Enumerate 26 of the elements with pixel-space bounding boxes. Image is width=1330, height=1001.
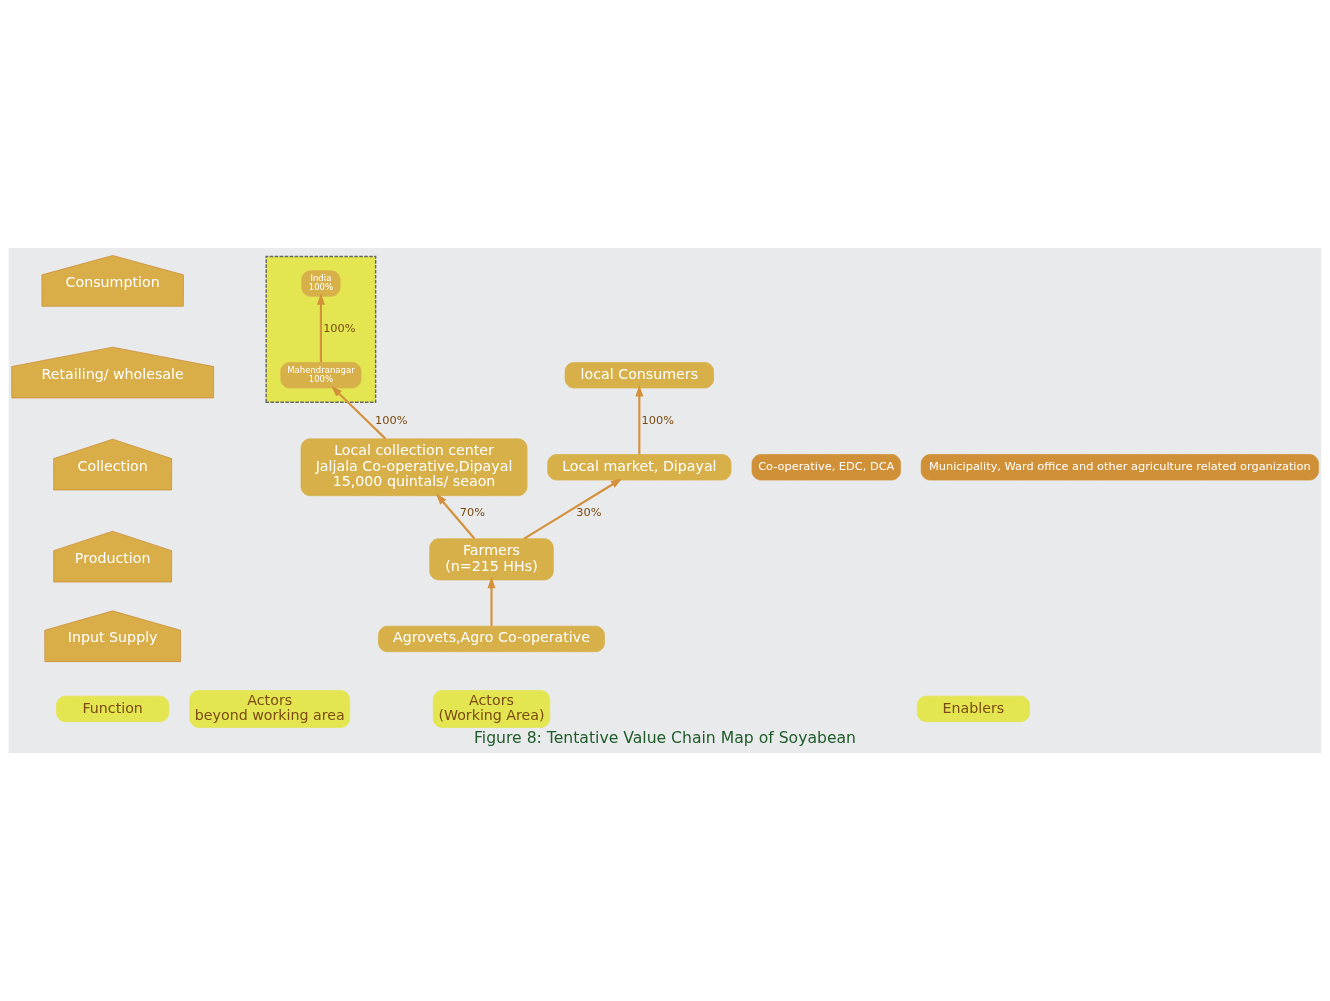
cluster <box>265 255 377 403</box>
node-box: Actors (Working Area) <box>432 690 551 728</box>
node-box: Co-operative, EDC, DCA <box>751 454 901 481</box>
node-box: Mahendranagar 100% <box>280 362 362 389</box>
caption: Figure 8: Tentative Value Chain Map of Soyabean <box>474 727 856 747</box>
arrow <box>487 576 496 626</box>
node-box: Agrovets,Agro Co-operative <box>378 625 605 653</box>
node-box: Enablers <box>916 695 1030 723</box>
edge-label: 100% <box>641 412 675 427</box>
edge-label: 100% <box>375 412 408 427</box>
node-box: Local collection center Jaljala Co-operative,Dipayal 15,000 quintals/ seaon <box>300 438 528 497</box>
node-box: Local market, Dipayal <box>547 454 732 481</box>
edge-label: 70% <box>459 505 485 520</box>
arrow <box>331 385 387 440</box>
node-box: Municipality, Ward office and other agriculture related organization <box>920 454 1319 481</box>
node-box: local Consumers <box>564 362 714 389</box>
node-box: Function <box>56 695 170 723</box>
edge-label: 100% <box>323 321 356 336</box>
arrow <box>635 385 644 455</box>
arrow <box>435 493 476 540</box>
edge-label: 30% <box>576 505 602 520</box>
arrow <box>523 478 623 540</box>
arrow <box>316 293 325 363</box>
node-box: Farmers (n=215 HHs) <box>429 538 554 581</box>
node-box: India 100% <box>301 270 341 297</box>
node-box: Actors beyond working area <box>189 690 351 728</box>
